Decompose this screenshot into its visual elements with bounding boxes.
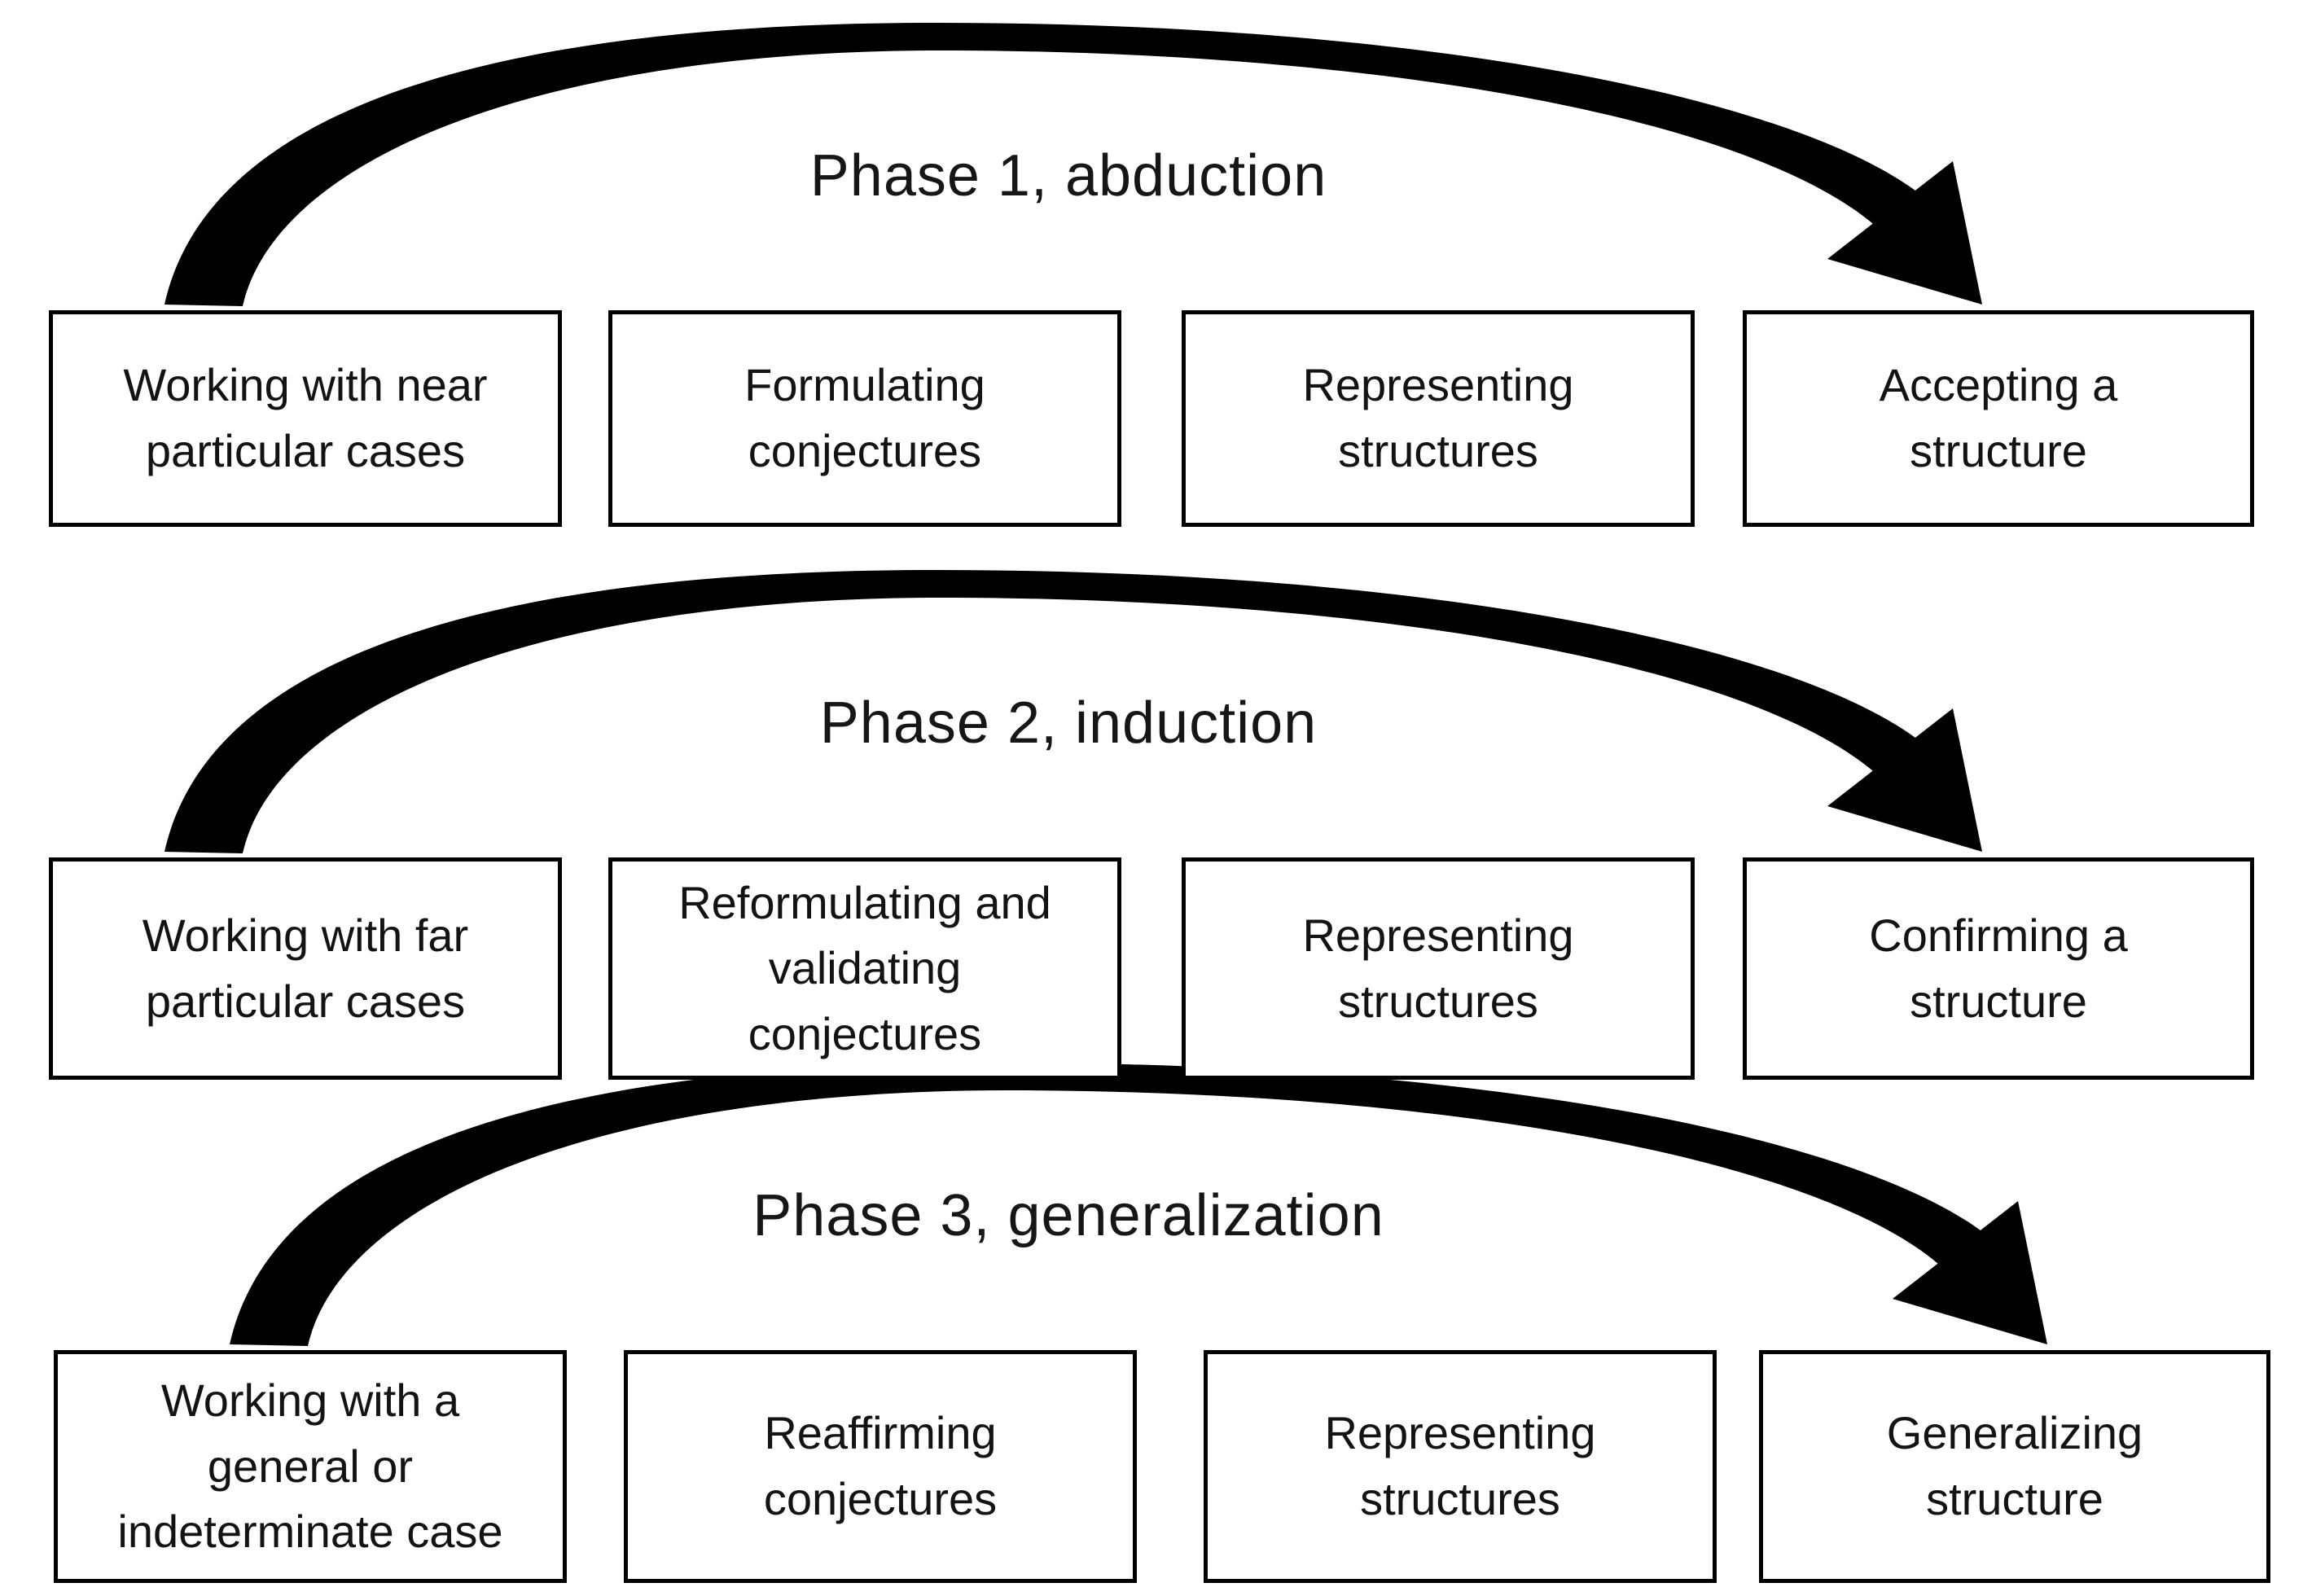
phase2-arc-arrow-icon <box>164 570 1982 853</box>
phase2-arrow-head <box>1827 708 1982 852</box>
phase1-step3-text: Representing structures <box>1302 359 1574 476</box>
phase2-label: Phase 2, induction <box>819 691 1318 756</box>
phase2-step4-box: Confirming a structure <box>1743 857 2254 1080</box>
phase1-arrow-head <box>1827 161 1982 305</box>
phase3-label: Phase 3, generalization <box>752 1183 1384 1248</box>
phase2-step3-box: Representing structures <box>1182 857 1695 1080</box>
phase3-step2-box: Reaffirming conjectures <box>624 1350 1137 1583</box>
phase2-step2-text: Reformulating and validating conjectures <box>678 876 1051 1059</box>
phase1-step1-box: Working with near particular cases <box>49 310 562 527</box>
phase1-step1-text: Working with near particular cases <box>123 359 488 476</box>
phase3-step3-text: Representing structures <box>1324 1407 1596 1524</box>
phase2-step1-text: Working with far particular cases <box>142 909 469 1027</box>
phase3-arc-arrow-icon <box>230 1063 2047 1346</box>
phase1-label: Phase 1, abduction <box>809 143 1327 208</box>
phase1-step4-box: Accepting a structure <box>1743 310 2254 527</box>
phase2-step4-text: Confirming a structure <box>1869 909 2128 1027</box>
phase2-step1-box: Working with far particular cases <box>49 857 562 1080</box>
phase1-step3-box: Representing structures <box>1182 310 1695 527</box>
phase3-step4-box: Generalizing structure <box>1759 1350 2270 1583</box>
phase3-arrow-head <box>1893 1201 2047 1344</box>
phase1-step2-text: Formulating conjectures <box>744 359 985 476</box>
phase1-step2-box: Formulating conjectures <box>608 310 1121 527</box>
phase2-step2-box: Reformulating and validating conjectures <box>608 857 1121 1080</box>
phase3-step1-box: Working with a general or indeterminate … <box>54 1350 567 1583</box>
phase1-step4-text: Accepting a structure <box>1879 359 2118 476</box>
phase1-arc-arrow-icon <box>164 23 1982 306</box>
phase3-step1-text: Working with a general or indeterminate … <box>117 1375 503 1558</box>
phase3-step3-box: Representing structures <box>1204 1350 1717 1583</box>
phase2-step3-text: Representing structures <box>1302 909 1574 1027</box>
phase3-step2-text: Reaffirming conjectures <box>763 1407 998 1524</box>
phase3-step4-text: Generalizing structure <box>1886 1407 2143 1524</box>
